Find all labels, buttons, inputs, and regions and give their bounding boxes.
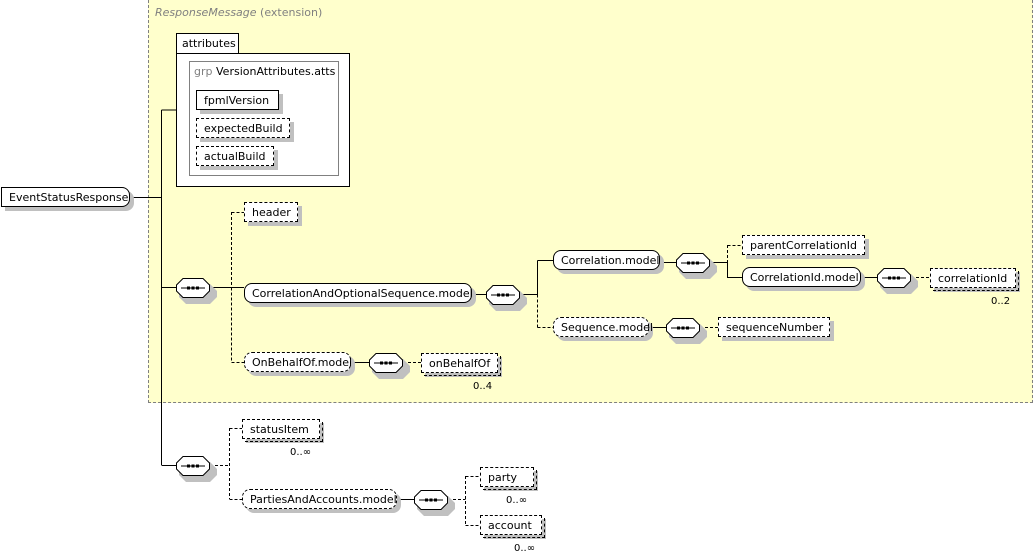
group-correlationandoptionalsequence[interactable]: CorrelationAndOptionalSequence.model xyxy=(244,283,473,303)
group-onbehalfof-model[interactable]: OnBehalfOf.model xyxy=(244,352,352,372)
extension-kind: (extension) xyxy=(260,6,323,19)
element-correlationid[interactable]: correlationId xyxy=(930,268,1019,291)
extension-label: ResponseMessage (extension) xyxy=(155,6,322,19)
group-sequence-model[interactable]: Sequence.model xyxy=(553,317,653,337)
element-statusitem[interactable]: statusItem xyxy=(242,419,323,442)
sequence-compositor-icon xyxy=(369,353,410,379)
sequence-compositor-icon xyxy=(676,253,717,279)
sequence-compositor-icon xyxy=(666,318,707,344)
root-element-eventstatusresponse[interactable]: EventStatusResponse xyxy=(1,187,130,207)
multiplicity-onbehalfof: 0..4 xyxy=(473,381,493,392)
multiplicity-statusitem: 0..∞ xyxy=(290,447,312,458)
element-parentcorrelationid[interactable]: parentCorrelationId xyxy=(742,235,865,255)
element-header[interactable]: header xyxy=(244,202,298,222)
sequence-compositor-icon xyxy=(486,285,527,311)
element-party[interactable]: party xyxy=(480,467,537,490)
attribute-actualbuild[interactable]: actualBuild xyxy=(196,146,274,166)
compositors xyxy=(176,253,918,516)
sequence-compositor-icon xyxy=(877,268,918,294)
attributes-tab[interactable]: attributes xyxy=(176,33,239,54)
attribute-group-label[interactable]: grp VersionAttributes.atts xyxy=(194,65,335,78)
group-correlation-model[interactable]: Correlation.model xyxy=(553,250,660,270)
element-sequencenumber[interactable]: sequenceNumber xyxy=(718,317,830,337)
multiplicity-party: 0..∞ xyxy=(506,495,528,506)
attribute-fpmlversion[interactable]: fpmlVersion xyxy=(196,90,279,110)
corrid-model-connector xyxy=(727,262,742,278)
group-keyword: grp xyxy=(194,65,213,78)
sequence-compositor-icon xyxy=(176,278,217,304)
sequence-compositor-icon xyxy=(414,490,455,516)
group-partiesandaccounts-model[interactable]: PartiesAndAccounts.model xyxy=(242,489,397,509)
sequence-compositor-icon xyxy=(176,456,217,482)
group-correlationid-model[interactable]: CorrelationId.model xyxy=(742,267,861,287)
group-name: VersionAttributes.atts xyxy=(216,65,336,78)
attribute-group-box xyxy=(189,61,339,176)
multiplicity-correlationid: 0..2 xyxy=(991,296,1011,307)
extension-base-name: ResponseMessage xyxy=(155,6,257,19)
element-onbehalfof[interactable]: onBehalfOf xyxy=(421,353,501,376)
element-account[interactable]: account xyxy=(480,515,545,538)
attribute-expectedbuild[interactable]: expectedBuild xyxy=(196,118,290,138)
multiplicity-account: 0..∞ xyxy=(514,543,536,554)
